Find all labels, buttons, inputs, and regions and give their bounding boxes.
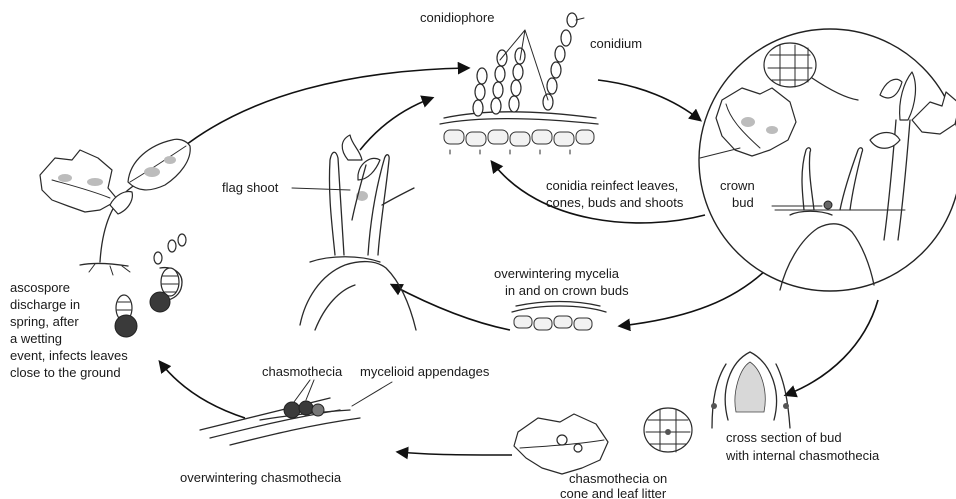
label-ascospore-line6: close to the ground <box>10 365 121 380</box>
cycle-arrow-chasmothecia-to-ascospore <box>160 362 245 418</box>
infected-seedling-illustration <box>40 139 190 275</box>
label-ascospore-line3: spring, after <box>10 314 79 329</box>
label-chasmothecia: chasmothecia <box>262 364 343 379</box>
label-reinfect-line2: cones, buds and shoots <box>546 195 684 210</box>
label-cone-litter-line2: cone and leaf litter <box>560 486 667 499</box>
label-overwintering-chasmothecia: overwintering chasmothecia <box>180 470 342 485</box>
label-mycelioid-appendages: mycelioid appendages <box>360 364 490 379</box>
label-reinfect-line1: conidia reinfect leaves, <box>546 178 678 193</box>
infected-plant-circle <box>699 29 956 291</box>
label-overwinter-mycelia-line1: overwintering mycelia <box>494 266 620 281</box>
bud-cross-section-illustration <box>711 352 790 428</box>
label-cone-litter-line1: chasmothecia on <box>569 471 667 486</box>
label-conidium: conidium <box>590 36 642 51</box>
label-ascospore-line4: a wetting <box>10 331 62 346</box>
label-ascospore-line1: ascospore <box>10 280 70 295</box>
cycle-arrow-seedling-to-conidiophore <box>182 68 468 148</box>
label-flag-shoot: flag shoot <box>222 180 279 195</box>
label-conidiophore: conidiophore <box>420 10 494 25</box>
cycle-arrow-flagshoot-to-conidiophore <box>360 98 432 150</box>
conidiophore-illustration <box>440 13 598 154</box>
label-cross-section-line2: with internal chasmothecia <box>725 448 880 463</box>
pointer-flag-shoot <box>292 188 350 190</box>
label-cross-section-line1: cross section of bud <box>726 430 842 445</box>
ascospore-discharge-illustration <box>115 234 186 337</box>
flag-shoot-illustration <box>300 135 416 330</box>
label-overwinter-mycelia-line2: in and on crown buds <box>505 283 629 298</box>
cycle-arrow-to-cross-section <box>786 300 878 395</box>
label-crown-bud-line2: bud <box>732 195 754 210</box>
label-crown-bud-line1: crown <box>720 178 755 193</box>
cycle-arrow-conidiophore-to-infected-plant <box>598 80 700 120</box>
overwintering-mycelia-illustration <box>512 302 606 331</box>
leaf-and-cone-litter-illustration <box>514 408 692 474</box>
label-ascospore-line5: event, infects leaves <box>10 348 128 363</box>
label-ascospore-line2: discharge in <box>10 297 80 312</box>
cycle-arrow-to-overwintering-mycelia <box>620 268 768 326</box>
cycle-arrow-litter-to-overwintering <box>398 452 512 455</box>
